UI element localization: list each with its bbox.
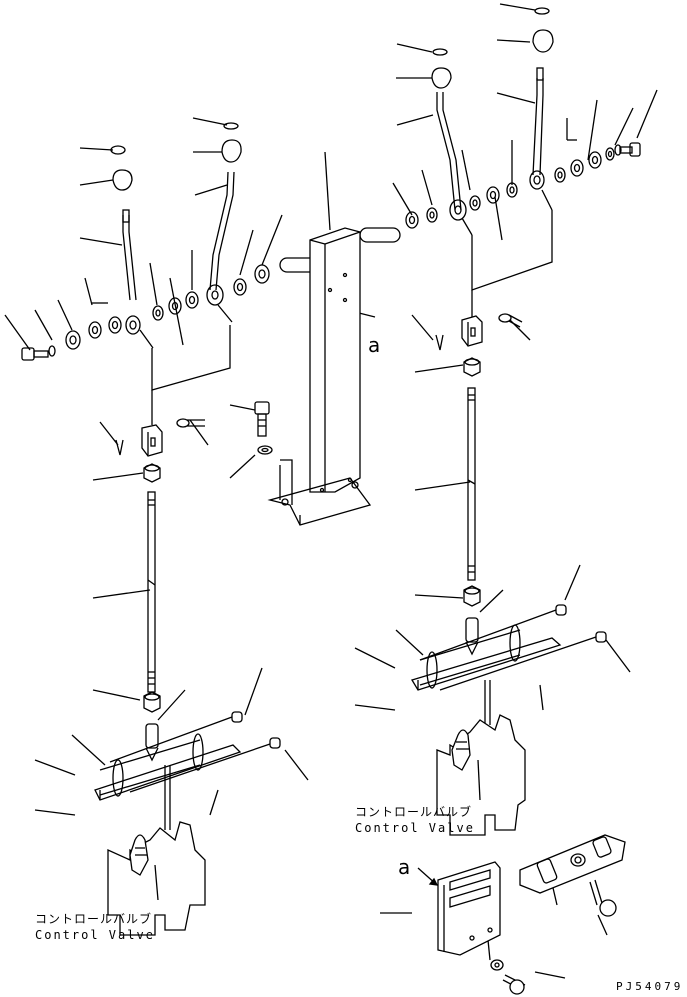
control-lever-post	[267, 227, 401, 526]
right-control-valve-label-jp: コントロールバルブ	[355, 805, 473, 819]
right-control-valve	[436, 714, 526, 836]
center-bolt	[254, 401, 273, 455]
right-control-valve-label-en: Control Valve	[355, 821, 475, 835]
left-control-valve-label-en: Control Valve	[35, 928, 155, 942]
drawing-code: PJ54079	[616, 980, 684, 993]
right-lever-assembly	[405, 7, 641, 725]
reference-mark-a-center: a	[368, 333, 381, 357]
left-control-valve	[107, 821, 206, 936]
left-lever-assembly	[21, 122, 281, 830]
reference-mark-a-bottom: a	[398, 855, 411, 879]
leader-lines	[4, 3, 658, 979]
left-control-valve-label-jp: コントロールバルブ	[35, 912, 153, 926]
bracket-assembly	[417, 834, 626, 995]
